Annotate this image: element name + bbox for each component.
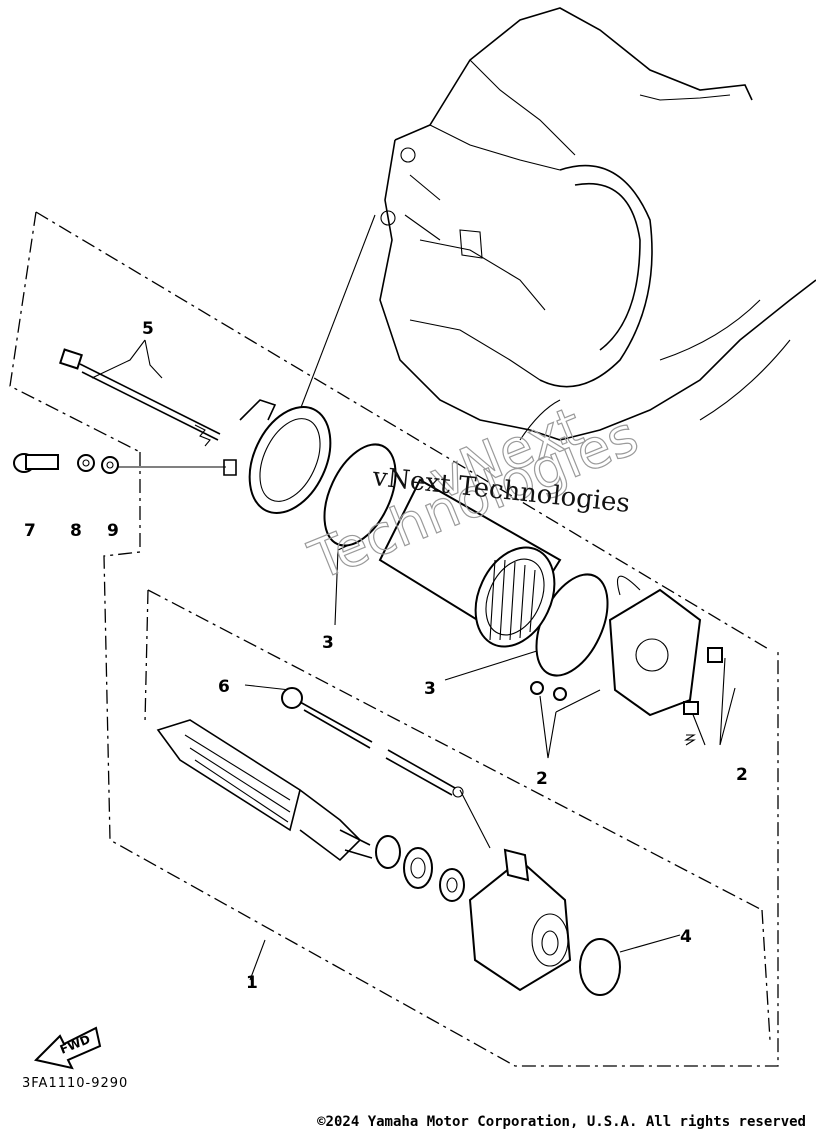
bolt-7 xyxy=(13,453,59,473)
callout-9: 9 xyxy=(107,521,119,541)
leader-lines xyxy=(91,214,736,981)
through-bolt xyxy=(59,348,221,447)
bearing-set xyxy=(375,835,465,902)
yoke-housing xyxy=(378,478,562,648)
o-ring-4 xyxy=(579,938,621,996)
washer-8 xyxy=(77,454,95,472)
callout-4: 4 xyxy=(680,927,692,947)
callout-2-left: 2 xyxy=(536,769,548,789)
callout-8: 8 xyxy=(70,521,82,541)
callout-5: 5 xyxy=(142,319,154,339)
fwd-arrow-icon: FWD xyxy=(34,1026,102,1070)
callout-3-upper: 3 xyxy=(322,633,334,653)
assembly-boundary xyxy=(9,211,779,1067)
o-ring-3-upper xyxy=(323,443,397,547)
callout-7: 7 xyxy=(24,521,36,541)
callout-2-right: 2 xyxy=(736,765,748,785)
terminal-bolt xyxy=(281,687,464,798)
copyright-notice: ©2024 Yamaha Motor Corporation, U.S.A. A… xyxy=(317,1114,806,1130)
armature xyxy=(156,719,373,862)
brush-holder xyxy=(530,575,723,746)
diagram-code: 3FA1110-9290 xyxy=(22,1076,129,1091)
washer-9 xyxy=(101,456,119,474)
front-cover xyxy=(223,399,332,514)
callout-1: 1 xyxy=(246,973,258,993)
callout-6: 6 xyxy=(218,677,230,697)
crankcase-outline xyxy=(379,7,816,441)
callout-3-lower: 3 xyxy=(424,679,436,699)
rear-cover xyxy=(468,848,572,992)
